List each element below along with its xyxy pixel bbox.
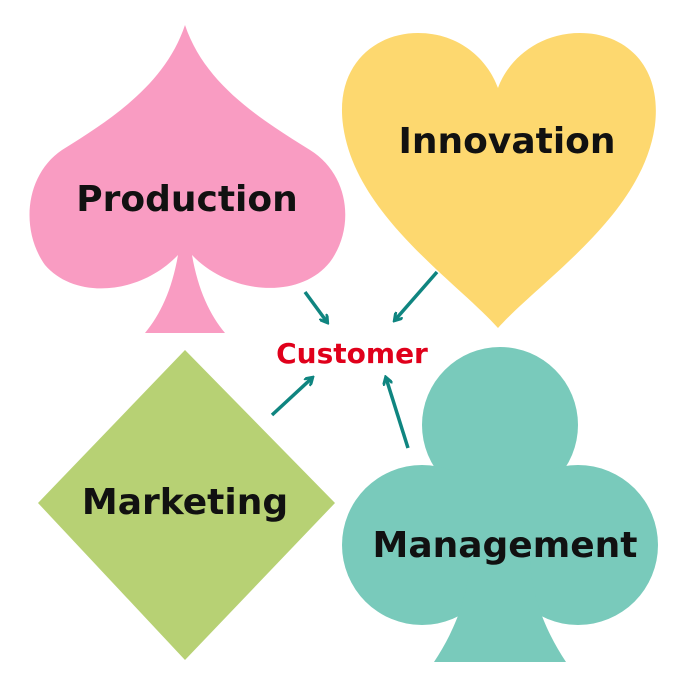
heart-icon (341, 33, 656, 328)
club-icon (342, 347, 658, 662)
management-label: Management (373, 525, 638, 566)
marketing-label: Marketing (82, 482, 288, 523)
production-node: Production (29, 25, 346, 333)
spade-icon (29, 25, 346, 333)
arrows (270, 270, 439, 449)
diamond-icon (38, 350, 335, 660)
arrow-from-management (386, 378, 410, 449)
arrow-from-innovation (395, 270, 439, 320)
arrow-from-production (303, 290, 327, 322)
innovation-label: Innovation (398, 121, 615, 162)
arrow-from-marketing (270, 378, 312, 417)
management-node: Management (342, 347, 658, 662)
production-label: Production (76, 179, 298, 220)
customer-label: Customer (276, 337, 428, 370)
innovation-node: Innovation (341, 33, 656, 328)
marketing-node: Marketing (38, 350, 335, 660)
